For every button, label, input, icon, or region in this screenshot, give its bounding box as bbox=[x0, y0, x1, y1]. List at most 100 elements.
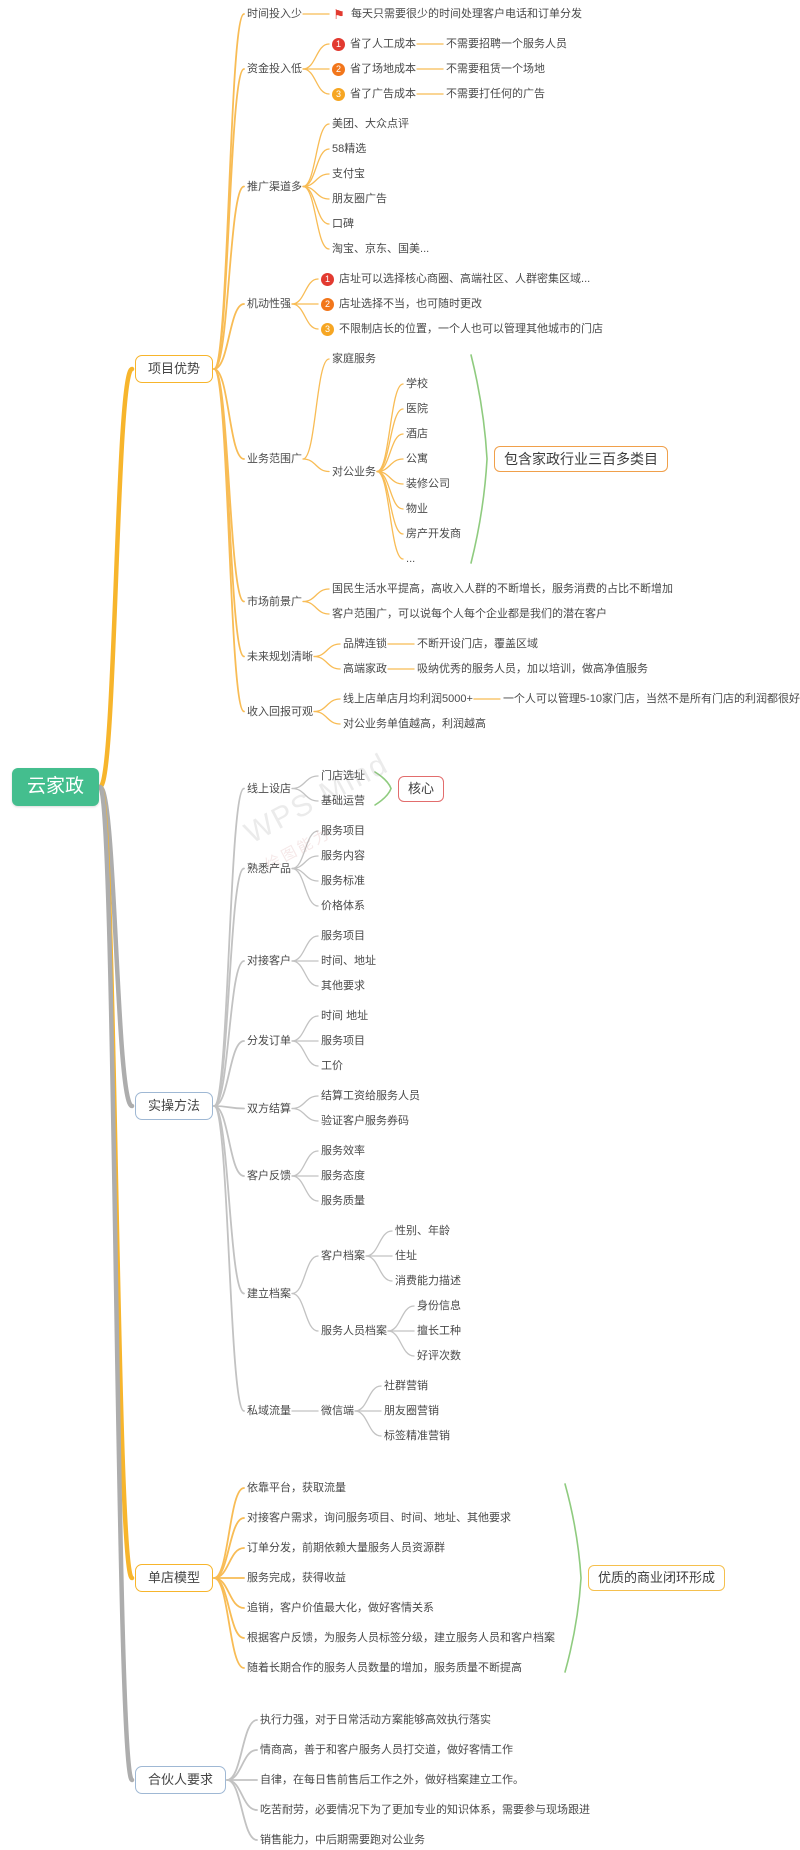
subtopic[interactable]: 住址 bbox=[395, 1248, 417, 1264]
main-topic[interactable]: 项目优势 bbox=[135, 355, 214, 383]
subtopic[interactable]: 房产开发商 bbox=[406, 526, 461, 542]
subtopic[interactable]: 自律，在每日售前售后工作之外，做好档案建立工作。 bbox=[260, 1772, 524, 1788]
subtopic[interactable]: 口碑 bbox=[332, 216, 354, 232]
subtopic[interactable]: 58精选 bbox=[332, 141, 366, 157]
subtopic[interactable]: 品牌连锁 bbox=[343, 636, 387, 652]
subtopic[interactable]: 吸纳优秀的服务人员，加以培训，做高净值服务 bbox=[417, 661, 648, 677]
main-topic[interactable]: 合伙人要求 bbox=[135, 1766, 227, 1794]
subtopic[interactable]: 公寓 bbox=[406, 451, 428, 467]
subtopic[interactable]: 服务态度 bbox=[321, 1168, 365, 1184]
subtopic[interactable]: 机动性强 bbox=[247, 296, 291, 312]
subtopic[interactable]: 不断开设门店，覆盖区域 bbox=[417, 636, 538, 652]
subtopic[interactable]: 消费能力描述 bbox=[395, 1273, 461, 1289]
subtopic[interactable]: 社群营销 bbox=[384, 1378, 428, 1394]
subtopic[interactable]: 性别、年龄 bbox=[395, 1223, 450, 1239]
subtopic[interactable]: 未来规划清晰 bbox=[247, 649, 313, 665]
subtopic[interactable]: 朋友圈广告 bbox=[332, 191, 387, 207]
subtopic[interactable]: 私域流量 bbox=[247, 1403, 291, 1419]
central-topic[interactable]: 云家政 bbox=[12, 768, 100, 806]
subtopic[interactable]: 标签精准营销 bbox=[384, 1428, 450, 1444]
subtopic[interactable]: 对接客户 bbox=[247, 953, 291, 969]
summary-callout[interactable]: 核心 bbox=[398, 775, 445, 802]
subtopic[interactable]: 装修公司 bbox=[406, 476, 450, 492]
subtopic[interactable]: 高端家政 bbox=[343, 661, 387, 677]
subtopic[interactable]: 验证客户服务券码 bbox=[321, 1113, 409, 1129]
subtopic[interactable]: 门店选址 bbox=[321, 768, 365, 784]
subtopic[interactable]: 时间、地址 bbox=[321, 953, 376, 969]
subtopic[interactable]: 线上设店 bbox=[247, 781, 291, 797]
subtopic[interactable]: 服务项目 bbox=[321, 928, 365, 944]
subtopic[interactable]: 服务质量 bbox=[321, 1193, 365, 1209]
summary-callout[interactable]: 优质的商业闭环形成 bbox=[588, 1565, 726, 1591]
subtopic[interactable]: 工价 bbox=[321, 1058, 343, 1074]
subtopic[interactable]: 身份信息 bbox=[417, 1298, 461, 1314]
subtopic[interactable]: 医院 bbox=[406, 401, 428, 417]
subtopic[interactable]: 不需要租赁一个场地 bbox=[446, 61, 545, 77]
subtopic[interactable]: 淘宝、京东、国美... bbox=[332, 241, 429, 257]
subtopic[interactable]: 不需要招聘一个服务人员 bbox=[446, 36, 567, 52]
main-topic[interactable]: 单店模型 bbox=[135, 1564, 214, 1592]
subtopic[interactable]: 支付宝 bbox=[332, 166, 365, 182]
subtopic[interactable]: 根据客户反馈，为服务人员标签分级，建立服务人员和客户档案 bbox=[247, 1630, 555, 1646]
subtopic[interactable]: 市场前景广 bbox=[247, 594, 302, 610]
subtopic[interactable]: 对公业务 bbox=[332, 464, 376, 480]
subtopic[interactable]: 美团、大众点评 bbox=[332, 116, 409, 132]
main-topic[interactable]: 实操方法 bbox=[135, 1092, 214, 1120]
subtopic[interactable]: 服务效率 bbox=[321, 1143, 365, 1159]
subtopic[interactable]: 对接客户需求，询问服务项目、时间、地址、其他要求 bbox=[247, 1510, 511, 1526]
subtopic[interactable]: ⚑每天只需要很少的时间处理客户电话和订单分发 bbox=[332, 6, 582, 22]
subtopic[interactable]: 双方结算 bbox=[247, 1101, 291, 1117]
subtopic[interactable]: 服务项目 bbox=[321, 823, 365, 839]
subtopic[interactable]: 线上店单店月均利润5000+ bbox=[343, 691, 473, 707]
subtopic[interactable]: 服务内容 bbox=[321, 848, 365, 864]
subtopic[interactable]: 建立档案 bbox=[247, 1286, 291, 1302]
subtopic[interactable]: 情商高，善于和客户服务人员打交道，做好客情工作 bbox=[260, 1742, 513, 1758]
subtopic[interactable]: 依靠平台，获取流量 bbox=[247, 1480, 346, 1496]
subtopic[interactable]: 销售能力，中后期需要跑对公业务 bbox=[260, 1832, 425, 1848]
subtopic[interactable]: 好评次数 bbox=[417, 1348, 461, 1364]
subtopic[interactable]: 熟悉产品 bbox=[247, 861, 291, 877]
subtopic[interactable]: 时间投入少 bbox=[247, 6, 302, 22]
subtopic[interactable]: 微信端 bbox=[321, 1403, 354, 1419]
subtopic[interactable]: 客户档案 bbox=[321, 1248, 365, 1264]
subtopic[interactable]: 服务人员档案 bbox=[321, 1323, 387, 1339]
subtopic[interactable]: 价格体系 bbox=[321, 898, 365, 914]
subtopic[interactable]: 擅长工种 bbox=[417, 1323, 461, 1339]
subtopic[interactable]: 客户范围广，可以说每个人每个企业都是我们的潜在客户 bbox=[332, 606, 607, 622]
subtopic[interactable]: ... bbox=[406, 551, 415, 567]
subtopic[interactable]: 吃苦耐劳，必要情况下为了更加专业的知识体系，需要参与现场跟进 bbox=[260, 1802, 590, 1818]
subtopic[interactable]: 订单分发，前期依赖大量服务人员资源群 bbox=[247, 1540, 445, 1556]
summary-callout[interactable]: 包含家政行业三百多类目 bbox=[494, 446, 669, 472]
subtopic[interactable]: 服务项目 bbox=[321, 1033, 365, 1049]
subtopic[interactable]: 一个人可以管理5-10家门店，当然不是所有门店的利润都很好。 bbox=[503, 691, 800, 707]
subtopic[interactable]: 物业 bbox=[406, 501, 428, 517]
subtopic[interactable]: 服务标准 bbox=[321, 873, 365, 889]
subtopic[interactable]: 收入回报可观 bbox=[247, 704, 313, 720]
subtopic[interactable]: 客户反馈 bbox=[247, 1168, 291, 1184]
subtopic[interactable]: 国民生活水平提高，高收入人群的不断增长，服务消费的占比不断增加 bbox=[332, 581, 673, 597]
subtopic[interactable]: 资金投入低 bbox=[247, 61, 302, 77]
subtopic[interactable]: 时间 地址 bbox=[321, 1008, 368, 1024]
subtopic[interactable]: 服务完成，获得收益 bbox=[247, 1570, 346, 1586]
subtopic[interactable]: 随着长期合作的服务人员数量的增加，服务质量不断提高 bbox=[247, 1660, 522, 1676]
subtopic[interactable]: 朋友圈营销 bbox=[384, 1403, 439, 1419]
subtopic[interactable]: 结算工资给服务人员 bbox=[321, 1088, 420, 1104]
subtopic[interactable]: 对公业务单值越高，利润越高 bbox=[343, 716, 486, 732]
subtopic[interactable]: 基础运营 bbox=[321, 793, 365, 809]
subtopic[interactable]: 追销，客户价值最大化，做好客情关系 bbox=[247, 1600, 434, 1616]
subtopic[interactable]: 业务范围广 bbox=[247, 451, 302, 467]
subtopic[interactable]: 酒店 bbox=[406, 426, 428, 442]
subtopic[interactable]: 不需要打任何的广告 bbox=[446, 86, 545, 102]
subtopic[interactable]: 学校 bbox=[406, 376, 428, 392]
subtopic[interactable]: 其他要求 bbox=[321, 978, 365, 994]
subtopic[interactable]: 家庭服务 bbox=[332, 351, 376, 367]
subtopic[interactable]: 分发订单 bbox=[247, 1033, 291, 1049]
subtopic[interactable]: 推广渠道多 bbox=[247, 179, 302, 195]
subtopic[interactable]: 执行力强，对于日常活动方案能够高效执行落实 bbox=[260, 1712, 491, 1728]
